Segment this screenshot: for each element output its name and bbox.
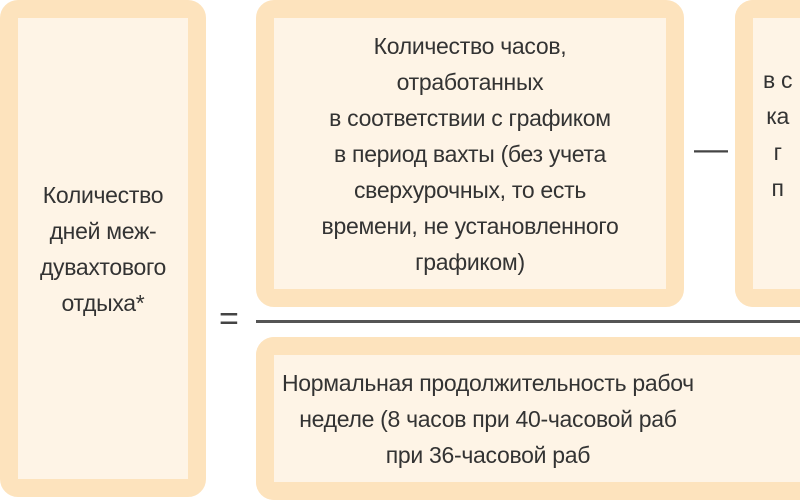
numerator-minuend-box: Количество часов, отработанных в соответ… [256,0,684,307]
equals-sign: = [219,300,239,338]
minuend-label: Количество часов, отработанных в соответ… [321,32,619,275]
numerator-subtrahend-box: в с ка г п [735,0,800,307]
denominator-box: Нормальная продолжительность рабоч недел… [256,337,800,500]
denominator-label: Нормальная продолжительность рабоч недел… [282,369,694,468]
result-label: Количество дней меж- дувахтового отдыха* [39,181,167,316]
result-box: Количество дней меж- дувахтового отдыха* [0,0,206,497]
fraction-bar [256,320,800,323]
subtrahend-label: в с ка г п [763,67,793,201]
minus-sign: — [694,130,728,168]
